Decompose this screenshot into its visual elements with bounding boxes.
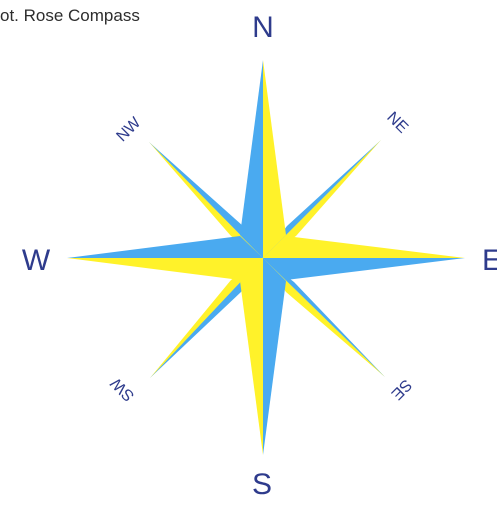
label-west: W [22,244,51,277]
label-north: N [252,11,274,44]
west-point-bottom [67,258,263,280]
label-northwest: NW [113,114,145,146]
west-point-top [67,236,263,258]
label-northeast: NE [383,109,411,137]
north-point-right [263,60,286,258]
south-point-left [240,258,263,455]
label-southeast: SE [388,376,415,403]
label-south: S [252,468,272,501]
east-point-top [263,236,465,258]
label-east: E [482,244,497,277]
label-southwest: SW [107,373,138,404]
north-point-left [240,60,263,258]
east-point-bottom [263,258,465,280]
south-point-right [263,258,286,455]
